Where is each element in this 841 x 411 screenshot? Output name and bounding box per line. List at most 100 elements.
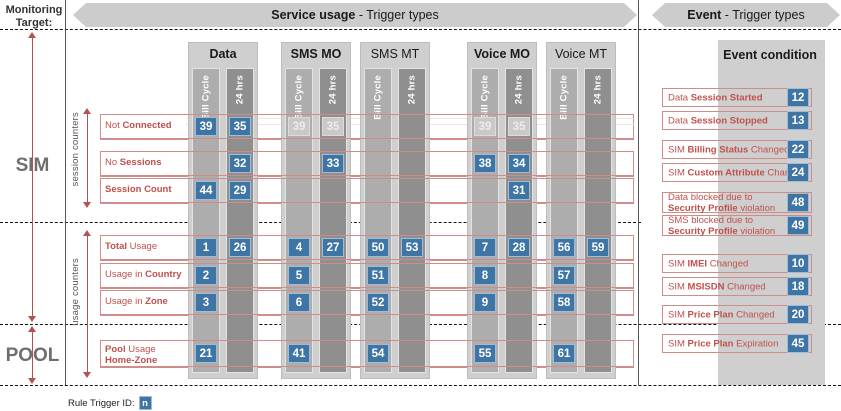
counter-badge-51[interactable]: 51 (367, 266, 389, 285)
counter-badge-3[interactable]: 3 (195, 293, 217, 312)
counter-row-box[interactable] (100, 114, 634, 139)
row-label-part: No (105, 156, 120, 168)
event-badge-48[interactable]: 48 (787, 193, 809, 212)
counter-badge-21[interactable]: 21 (195, 344, 217, 363)
counter-badge-50[interactable]: 50 (367, 238, 389, 257)
event-condition-text: SIM MSISDN Changed (668, 281, 766, 292)
service-usage-bold: Service usage (271, 8, 356, 22)
event-text-part: SIM (668, 280, 688, 292)
session-counters-text: session counters (70, 112, 81, 187)
counter-badge-53[interactable]: 53 (401, 238, 423, 257)
event-badge-13[interactable]: 13 (787, 111, 809, 130)
event-badge-22[interactable]: 22 (787, 140, 809, 159)
counter-row-box[interactable] (100, 178, 634, 203)
counter-badge-35[interactable]: 35 (508, 117, 530, 136)
counter-badge-9[interactable]: 9 (474, 293, 496, 312)
counter-row-box[interactable] (100, 151, 634, 176)
counter-badge-58[interactable]: 58 (553, 293, 575, 312)
counter-badge-59[interactable]: 59 (587, 238, 609, 257)
counter-badge-7[interactable]: 7 (474, 238, 496, 257)
counter-badge-35[interactable]: 35 (229, 117, 251, 136)
counter-badge-34[interactable]: 34 (508, 154, 530, 173)
event-condition-item-18[interactable]: SIM MSISDN Changed 18 (662, 277, 812, 296)
counter-badge-56[interactable]: 56 (553, 238, 575, 257)
counter-badge-5[interactable]: 5 (288, 266, 310, 285)
subcolumn-bill-cycle[interactable]: Bill Cycle (364, 68, 392, 373)
counter-badge-32[interactable]: 32 (229, 154, 251, 173)
event-condition-item-12[interactable]: Data Session Started 12 (662, 88, 812, 107)
row-connector-end (633, 151, 634, 176)
event-badge-45[interactable]: 45 (787, 334, 809, 353)
subcolumn-bill-cycle[interactable]: Bill Cycle (550, 68, 578, 373)
event-badge-24[interactable]: 24 (787, 163, 809, 182)
counter-badge-31[interactable]: 31 (508, 181, 530, 200)
counter-badge-39[interactable]: 39 (474, 117, 496, 136)
counter-badge-4[interactable]: 4 (288, 238, 310, 257)
counter-badge-39[interactable]: 39 (195, 117, 217, 136)
counter-row-box[interactable] (100, 235, 634, 260)
counter-badge-26[interactable]: 26 (229, 238, 251, 257)
event-badge-20[interactable]: 20 (787, 305, 809, 324)
counter-badge-6[interactable]: 6 (288, 293, 310, 312)
event-badge-49[interactable]: 49 (787, 216, 809, 235)
usage-counters-arrow (83, 230, 92, 378)
event-text-part: SIM (668, 166, 688, 178)
counter-badge-28[interactable]: 28 (508, 238, 530, 257)
vline-target (65, 0, 66, 29)
counter-badge-39[interactable]: 39 (288, 117, 310, 136)
event-text-part: Session Started (690, 91, 763, 103)
counter-row-box[interactable] (100, 290, 634, 315)
row-label-part: Country (145, 268, 182, 280)
counter-badge-29[interactable]: 29 (229, 181, 251, 200)
row-connector-end (633, 340, 634, 367)
subcolumn-caption: 24 hrs (327, 75, 339, 105)
subcolumn-24-hrs[interactable]: 24 hrs (398, 68, 426, 373)
service-title-voice-mo: Voice MO (473, 47, 531, 61)
counter-badge-41[interactable]: 41 (288, 344, 310, 363)
counter-badge-33[interactable]: 33 (322, 154, 344, 173)
service-usage-arrow-label: Service usage - Trigger types (271, 8, 438, 22)
event-arrow-label: Event - Trigger types (687, 8, 804, 22)
event-text-part: Change (764, 166, 801, 178)
sim-range-arrow (28, 32, 37, 322)
counter-badge-54[interactable]: 54 (367, 344, 389, 363)
counter-badge-52[interactable]: 52 (367, 293, 389, 312)
event-badge-10[interactable]: 10 (787, 254, 809, 273)
event-badge-18[interactable]: 18 (787, 277, 809, 296)
event-condition-text: Data Session Started (668, 92, 763, 103)
counter-badge-8[interactable]: 8 (474, 266, 496, 285)
subcolumn-caption: 24 hrs (513, 75, 525, 105)
row-label-part: Total (105, 240, 130, 252)
counter-badge-35[interactable]: 35 (322, 117, 344, 136)
counter-row-box[interactable] (100, 340, 634, 367)
event-text-part: violation (737, 225, 776, 237)
row-label-part: Session Count (105, 183, 172, 195)
event-condition-text: SIM Custom Attribute Change (668, 167, 801, 178)
counter-badge-1[interactable]: 1 (195, 238, 217, 257)
counter-badge-55[interactable]: 55 (474, 344, 496, 363)
event-text-part: Data blocked due to (668, 191, 753, 203)
counter-badge-61[interactable]: 61 (553, 344, 575, 363)
event-text-part: Data (668, 91, 691, 103)
vline-service-event (638, 0, 639, 385)
arrow-down-icon (83, 372, 91, 378)
counter-badge-27[interactable]: 27 (322, 238, 344, 257)
counter-badge-2[interactable]: 2 (195, 266, 217, 285)
session-counters-label: session counters (70, 112, 81, 187)
event-badge-12[interactable]: 12 (787, 88, 809, 107)
counter-row-box[interactable] (100, 263, 634, 288)
counter-badge-44[interactable]: 44 (195, 181, 217, 200)
subcolumn-24-hrs[interactable]: 24 hrs (584, 68, 612, 373)
event-text-part: SIM (668, 337, 688, 349)
arrow-right-icon (827, 3, 840, 27)
counter-badge-57[interactable]: 57 (553, 266, 575, 285)
counter-badge-38[interactable]: 38 (474, 154, 496, 173)
